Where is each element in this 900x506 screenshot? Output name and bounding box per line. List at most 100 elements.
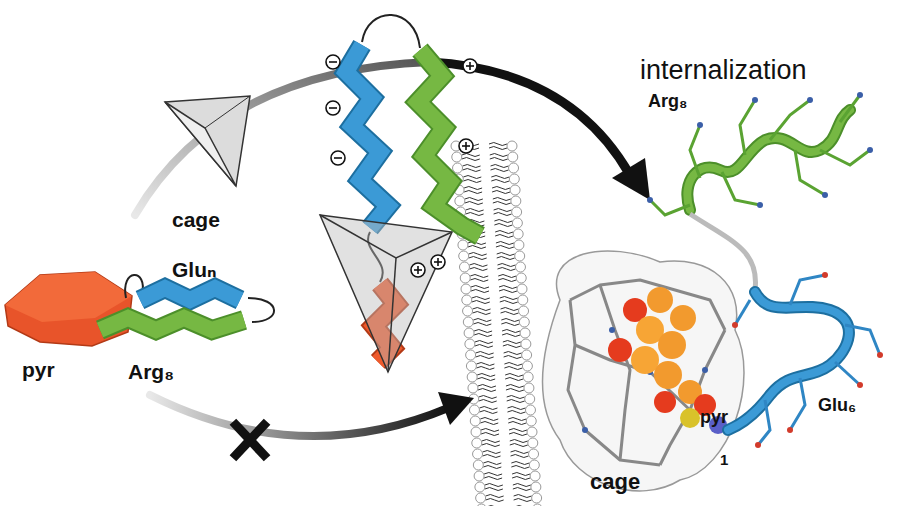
lipid-part xyxy=(485,488,503,491)
lipid-part xyxy=(492,191,510,194)
lipid-part xyxy=(510,440,528,443)
glu6-strand xyxy=(728,272,883,448)
label-text: cage xyxy=(590,470,640,494)
lipid-part xyxy=(512,477,530,480)
lipid-part xyxy=(506,389,524,392)
arg-strand xyxy=(418,50,480,236)
lipid-part xyxy=(490,154,508,157)
lipid-part xyxy=(470,416,480,426)
lipid-part xyxy=(509,163,519,173)
lipid-part xyxy=(515,262,525,272)
lipid-part xyxy=(478,385,496,388)
lipid-part xyxy=(465,202,483,205)
glu-strand xyxy=(346,45,388,228)
lipid-part xyxy=(507,411,525,414)
lipid-part xyxy=(484,477,502,480)
lipid-part xyxy=(513,229,523,239)
lipid-part xyxy=(480,418,498,421)
lipid-part xyxy=(520,328,530,338)
glu-strand xyxy=(140,288,240,300)
lipid-part xyxy=(476,367,494,370)
lipid-part xyxy=(491,165,509,168)
lipid-part xyxy=(476,363,494,366)
lipid-part xyxy=(463,180,481,183)
label-text: Glu₆ xyxy=(818,396,856,416)
lipid-part xyxy=(480,422,498,425)
label-text: cage xyxy=(172,208,220,231)
lipid-part xyxy=(466,213,484,216)
lipid-part xyxy=(525,394,535,404)
lipid-part xyxy=(504,352,522,355)
lipid-part xyxy=(513,484,531,487)
lipid-part xyxy=(476,356,494,359)
lipid-part xyxy=(494,220,512,223)
lipid-part xyxy=(490,158,508,161)
lipid-part xyxy=(482,444,500,447)
lipid-part xyxy=(526,416,536,426)
label-text: Arg₈ xyxy=(648,92,687,112)
lipid-part xyxy=(524,383,534,393)
lipid-part xyxy=(460,273,470,283)
label-text: Arg₈ xyxy=(128,360,174,383)
lipid-part xyxy=(499,290,517,293)
lipid-part xyxy=(510,444,528,447)
lipid-bilayer xyxy=(451,141,542,506)
lipid-part xyxy=(512,218,522,228)
lipid-part xyxy=(468,383,478,393)
lipid-part xyxy=(467,372,477,382)
lipid-part xyxy=(462,154,480,157)
charge-symbols xyxy=(326,55,477,277)
lipid-part xyxy=(497,264,515,267)
lipid-part xyxy=(518,295,528,305)
lipid-part xyxy=(503,345,521,348)
lipid-part xyxy=(469,257,487,260)
lipid-part xyxy=(477,378,495,381)
lipid-part xyxy=(469,268,487,271)
lipid-part xyxy=(503,341,521,344)
lipid-part xyxy=(532,493,542,503)
lipid-part xyxy=(471,427,481,437)
lipid-part xyxy=(474,471,484,481)
lipid-part xyxy=(463,176,481,179)
lipid-part xyxy=(501,319,519,322)
lipid-part xyxy=(479,411,497,414)
lipid-part xyxy=(452,152,462,162)
lipid-part xyxy=(521,339,531,349)
lipid-part xyxy=(511,196,521,206)
lipid-part xyxy=(455,196,465,206)
lipid-part xyxy=(511,451,529,454)
lipid-part xyxy=(522,350,532,360)
lipid-part xyxy=(465,339,475,349)
lipid-part xyxy=(491,180,509,183)
lipid-part xyxy=(481,433,499,436)
lipid-part xyxy=(492,187,510,190)
lipid-part xyxy=(461,284,471,294)
lipid-part xyxy=(481,429,499,432)
label-text: pyr xyxy=(22,358,55,381)
blocked-arrow xyxy=(150,395,448,436)
lipid-part xyxy=(502,330,520,333)
lipid-part xyxy=(489,143,507,146)
lipid-part xyxy=(519,306,529,316)
lipid-part xyxy=(505,378,523,381)
lipid-part xyxy=(513,488,531,491)
arrow-head xyxy=(438,392,474,425)
lipid-part xyxy=(512,207,522,217)
lipid-part xyxy=(502,334,520,337)
lipid-part xyxy=(469,264,487,267)
lipid-part xyxy=(473,319,491,322)
lipid-part xyxy=(466,209,484,212)
lipid-part xyxy=(483,462,501,465)
lipid-part xyxy=(501,308,519,311)
label-text: internalization xyxy=(640,56,807,86)
lipid-part xyxy=(494,209,512,212)
lipid-part xyxy=(458,240,468,250)
arg-strand xyxy=(418,50,480,236)
lipid-part xyxy=(473,460,483,470)
lipid-part xyxy=(532,504,542,506)
lipid-part xyxy=(483,455,501,458)
lipid-part xyxy=(479,400,497,403)
lipid-part xyxy=(473,323,491,326)
